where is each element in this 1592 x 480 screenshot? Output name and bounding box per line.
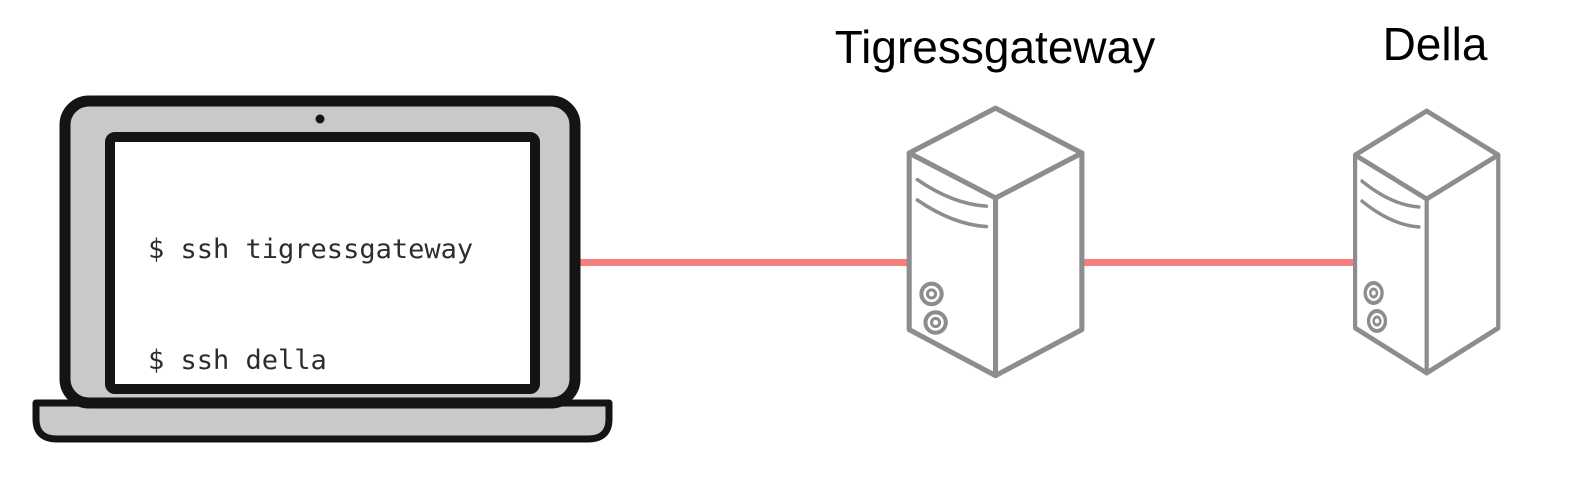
node-label-tigressgateway: Tigressgateway xyxy=(834,21,1156,73)
node-della xyxy=(1345,103,1505,393)
terminal-line: $ ssh tigressgateway xyxy=(148,234,474,265)
terminal-line: $ ssh della xyxy=(148,345,327,376)
terminal-screen: $ ssh tigressgateway $ ssh della xyxy=(148,157,548,453)
connection-tigressgateway-della xyxy=(1080,259,1362,266)
node-tigressgateway xyxy=(897,100,1090,396)
connection-laptop-tigressgateway xyxy=(571,259,913,266)
server-icon xyxy=(906,105,1085,379)
laptop-icon: $ ssh tigressgateway $ ssh della xyxy=(30,95,620,445)
node-label-della: Della xyxy=(1382,18,1488,70)
laptop-drawing xyxy=(32,95,613,443)
server-icon xyxy=(1353,108,1501,376)
